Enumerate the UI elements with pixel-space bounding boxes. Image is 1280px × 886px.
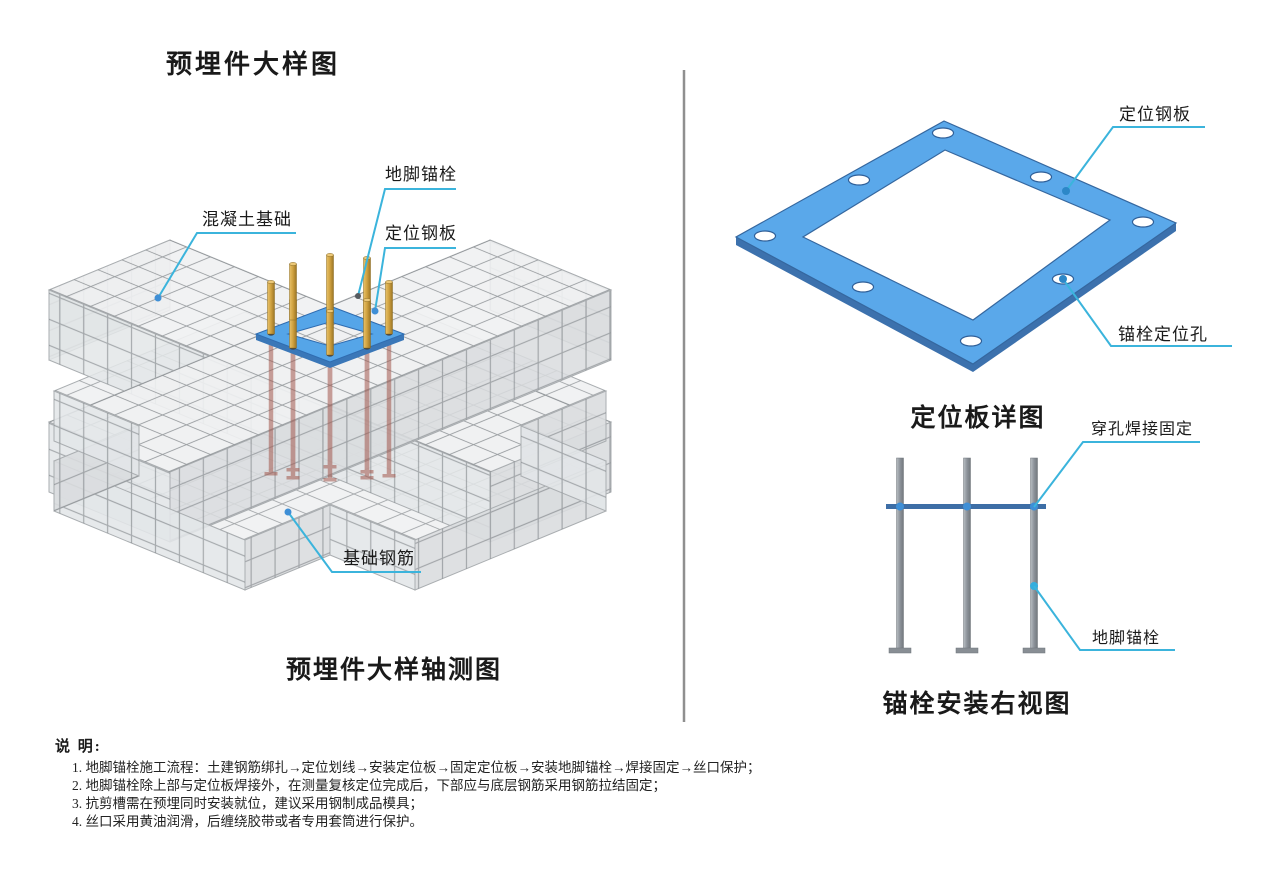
label-anchor-bolt: 地脚锚栓 [385,165,457,184]
bolt-holes [753,127,1155,347]
leader-dot-concrete [154,294,162,302]
caption-side-view: 锚栓安装右视图 [882,691,1072,718]
weld-dot [963,502,971,511]
caption-axonometric: 预埋件大样轴测图 [285,657,502,684]
plate-leader-lines [1062,126,1232,347]
note-line-4: 4. 丝口采用黄油润滑，后缠绕胶带或者专用套筒进行保护。 [72,814,423,829]
leader-dot-plate [371,307,379,315]
sheet-title: 预埋件大样图 [166,50,341,79]
leader-dot-hole [1059,275,1067,283]
label-weld-fix: 穿孔焊接固定 [1090,421,1193,438]
notes-heading: 说 明: [55,739,102,755]
note-line-2: 2. 地脚锚栓除上部与定位板焊接外，在测量复核定位完成后，下部应与底层钢筋采用钢… [72,778,666,793]
side-leader-lines [1033,441,1200,651]
plate-detail-view [734,120,1232,372]
leader-dot-bolt [355,293,361,299]
note-line-1: 1. 地脚锚栓施工流程：土建钢筋绑扎→定位划线→安装定位板→固定定位板→安装地脚… [72,760,761,775]
weld-dot [896,502,904,511]
caption-plate-detail: 定位板详图 [910,405,1046,432]
note-line-3: 3. 抗剪槽需在预埋同时安装就位，建议采用钢制成品模具； [72,796,423,811]
label-bolt-hole: 锚栓定位孔 [1118,325,1208,344]
anchor-bolts-side [888,457,1046,654]
left-leader-lines [157,188,456,573]
anchor-bolts-3d [267,253,393,356]
foundation-axonometric [47,188,613,591]
leader-dot-plate-surface [1062,187,1070,195]
label-concrete-foundation: 混凝土基础 [202,210,292,229]
label-foundation-rebar: 基础钢筋 [343,549,415,568]
leader-dot-rebar [284,508,292,516]
footing-faces [53,390,607,591]
label-anchor-bolt-side: 地脚锚栓 [1091,630,1160,647]
label-plate-detail-plate: 定位钢板 [1119,105,1191,124]
anchor-side-view [886,441,1200,654]
label-positioning-plate: 定位钢板 [385,224,457,243]
